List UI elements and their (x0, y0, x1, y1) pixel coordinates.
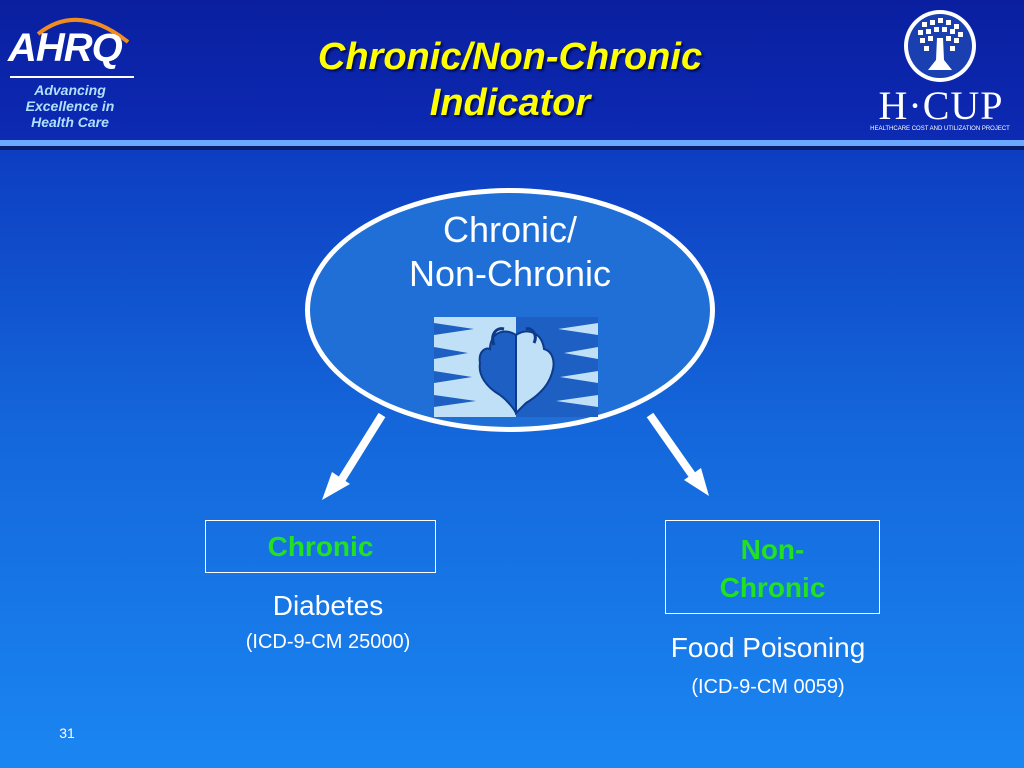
ahrq-tagline-line: Excellence in (25, 98, 115, 114)
arrow-right (646, 412, 709, 496)
category-label-line: Non- (740, 534, 805, 565)
category-box-chronic: Chronic (205, 520, 436, 573)
hcup-wordmark: H·CUP (878, 83, 1004, 128)
ahrq-tagline-line: Advancing (34, 82, 106, 98)
arrow-left (322, 412, 386, 500)
category-label-line: Chronic (719, 572, 826, 603)
header-rule (0, 140, 1024, 146)
category-label: Chronic (267, 531, 374, 562)
header-band (0, 0, 1024, 140)
hcup-tree-icon (904, 10, 976, 82)
ahrq-divider (10, 76, 134, 78)
slide-title-line: Indicator (429, 82, 591, 124)
central-label: Chronic/ Non-Chronic (350, 208, 670, 296)
central-label-line: Non-Chronic (408, 253, 612, 294)
header-rule-shadow (0, 146, 1024, 150)
example-name: Diabetes (272, 590, 384, 621)
ahrq-wordmark: AHRQ (8, 26, 123, 70)
slide-title-line: Chronic/Non-Chronic (317, 36, 703, 78)
slide-number: 31 (59, 725, 75, 741)
example-code: (ICD-9-CM 25000) (245, 631, 411, 653)
example-code: (ICD-9-CM 0059) (691, 676, 845, 698)
ahrq-swoosh (36, 17, 130, 44)
ahrq-logo (36, 17, 130, 44)
central-label-line: Chronic/ (442, 209, 578, 250)
hcup-subtitle: HEALTHCARE COST AND UTILIZATION PROJECT (870, 126, 1010, 132)
ahrq-tagline-line: Health Care (31, 114, 109, 130)
ahrq-tagline: Advancing Excellence in Health Care (2, 82, 138, 130)
heart-icon (434, 317, 598, 417)
category-box-non-chronic: Non- Chronic (665, 520, 880, 614)
example-name: Food Poisoning (670, 632, 866, 663)
slide-title: Chronic/Non-Chronic Indicator (220, 34, 800, 126)
